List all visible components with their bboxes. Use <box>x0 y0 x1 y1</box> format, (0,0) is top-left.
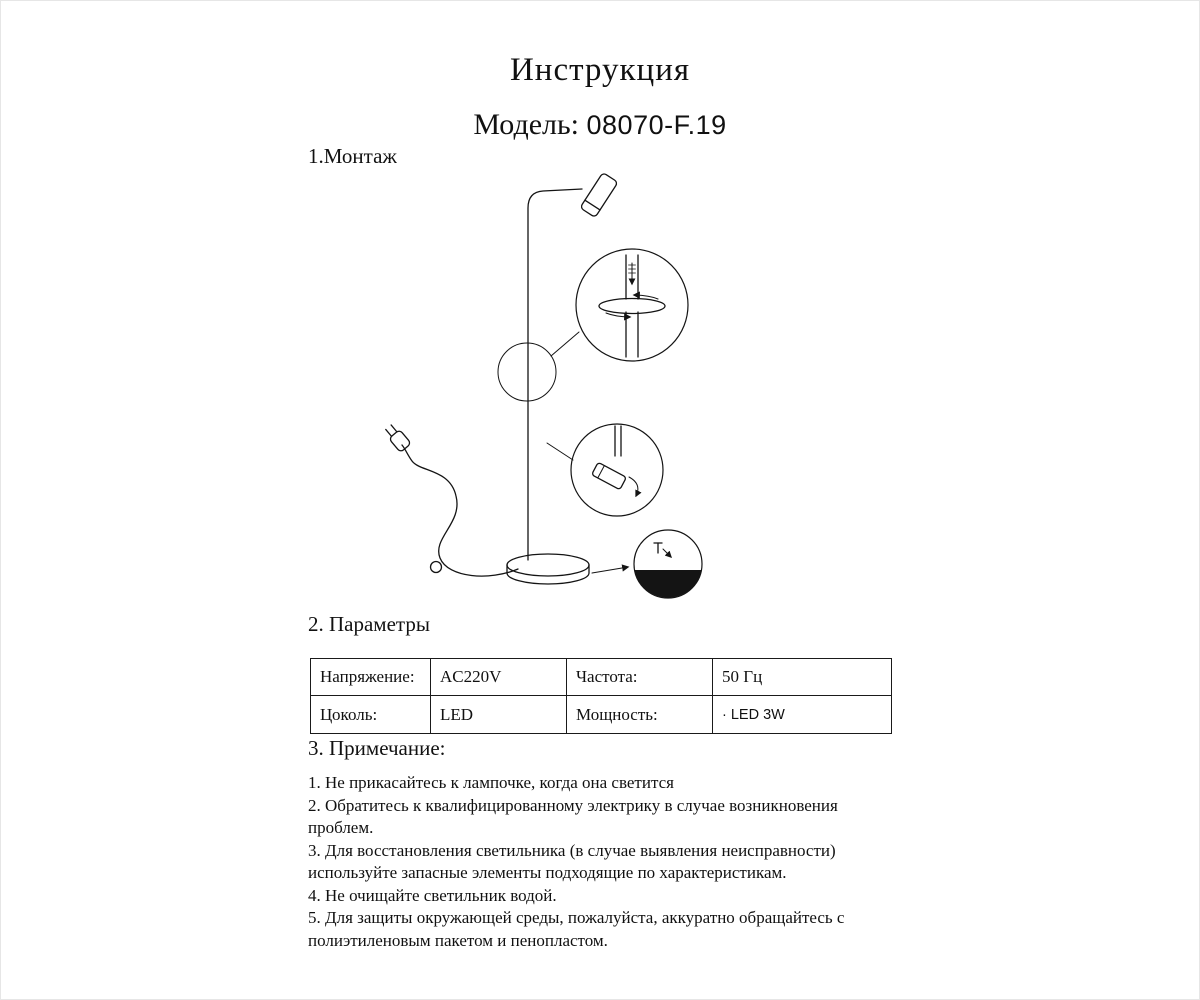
model-label: Модель: <box>473 108 580 141</box>
power-cord <box>401 444 519 577</box>
param-label-frequency: Частота: <box>567 659 713 696</box>
param-value-socket: LED <box>431 696 567 733</box>
lamp-head <box>580 173 618 217</box>
callout-leader-1 <box>550 331 580 357</box>
lamp-diagram-svg <box>385 173 703 599</box>
param-value-voltage: AC220V <box>431 659 567 696</box>
lamp-pole <box>527 188 583 561</box>
param-label-voltage: Напряжение: <box>311 659 431 696</box>
detail-pole-joint <box>575 248 689 362</box>
detail-base <box>591 529 703 599</box>
note-4: 4. Не очищайте светильник водой. <box>308 885 557 905</box>
param-value-frequency: 50 Гц <box>713 659 891 696</box>
power-plug <box>385 424 411 452</box>
notes-list: 1. Не прикасайтесь к лампочке, когда она… <box>308 772 904 952</box>
section-heading-notes: 3. Примечание: <box>308 736 446 760</box>
cord-switch <box>429 560 443 574</box>
lamp-assembly-diagram <box>370 160 840 612</box>
param-label-power: Мощность: <box>567 696 713 733</box>
lamp-base <box>506 553 590 585</box>
note-2: 2. Обратитесь к квалифицированному элект… <box>308 795 838 838</box>
param-value-power: · LED 3W <box>722 706 785 723</box>
param-label-socket: Цоколь: <box>311 696 431 733</box>
note-3: 3. Для восстановления светильника (в слу… <box>308 840 836 883</box>
detail-head-joint <box>546 423 664 517</box>
model-line: Модель: 08070-F.19 <box>0 108 1200 142</box>
note-1: 1. Не прикасайтесь к лампочке, когда она… <box>308 773 674 792</box>
note-5: 5. Для защиты окружающей среды, пожалуйс… <box>308 908 845 950</box>
pole-callout-circle <box>497 342 557 402</box>
section-heading-assembly: 1.Монтаж <box>308 144 397 168</box>
page-title: Инструкция <box>509 52 691 88</box>
parameters-table: Напряжение: AC220V Частота: 50 Гц Цоколь… <box>310 658 892 734</box>
section-heading-parameters: 2. Параметры <box>308 612 430 636</box>
model-number: 08070-F.19 <box>586 110 727 140</box>
